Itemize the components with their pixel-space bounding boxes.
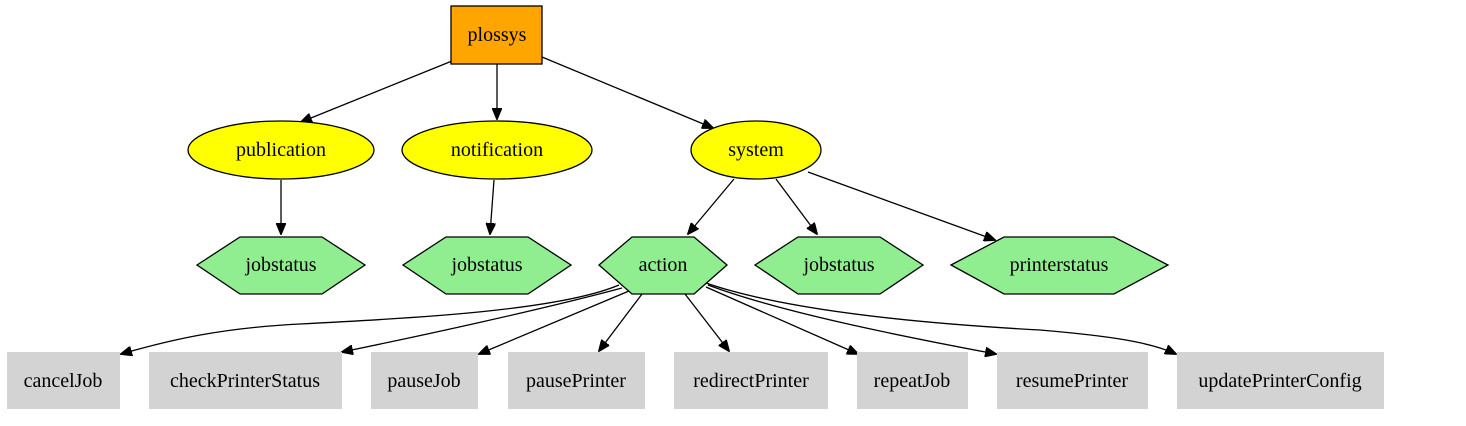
node-cancelJob-label: cancelJob	[24, 370, 103, 392]
node-pauseJob[interactable]: pauseJob	[371, 352, 478, 409]
node-repeatJob[interactable]: repeatJob	[857, 352, 968, 409]
node-resumePrinter-shape	[997, 352, 1148, 409]
node-system-shape	[690, 120, 822, 180]
node-updatePrinterConfig-shape	[1177, 352, 1384, 409]
node-publication[interactable]: publication	[187, 120, 375, 180]
node-repeatJob-label: repeatJob	[874, 370, 951, 392]
node-system-label: system	[728, 139, 784, 161]
edge-system-action	[688, 178, 735, 234]
node-notification-jobstatus-label: jobstatus	[450, 254, 522, 276]
nodes-layer: plossys publication notification system …	[7, 5, 1384, 409]
node-pauseJob-shape	[371, 352, 478, 409]
node-publication-shape	[187, 120, 375, 180]
edge-plossys-system	[541, 56, 713, 128]
node-publication-jobstatus-label: jobstatus	[244, 254, 316, 276]
node-action-label: action	[639, 254, 688, 276]
edge-action-pauseJob	[479, 290, 630, 354]
node-cancelJob-shape	[7, 352, 120, 409]
node-cancelJob[interactable]: cancelJob	[7, 352, 120, 409]
node-checkPrinterStatus-shape	[149, 352, 342, 409]
edge-action-redirectPrinter	[684, 293, 729, 351]
node-checkPrinterStatus-label: checkPrinterStatus	[170, 370, 320, 392]
node-checkPrinterStatus[interactable]: checkPrinterStatus	[149, 352, 342, 409]
edge-action-pausePrinter	[599, 293, 643, 351]
node-updatePrinterConfig-label: updatePrinterConfig	[1198, 370, 1361, 392]
node-publication-jobstatus[interactable]: jobstatus	[195, 236, 367, 295]
node-system[interactable]: system	[690, 120, 822, 180]
edge-action-updatePrinterConfig	[705, 282, 1176, 354]
edge-action-repeatJob	[705, 286, 858, 354]
node-updatePrinterConfig[interactable]: updatePrinterConfig	[1177, 352, 1384, 409]
edge-notification-jobstatus	[490, 179, 494, 234]
edge-system-printerstatus	[807, 171, 995, 240]
node-system-jobstatus-label: jobstatus	[802, 254, 874, 276]
node-notification-shape	[401, 120, 593, 180]
node-pauseJob-label: pauseJob	[387, 370, 460, 392]
node-redirectPrinter-shape	[674, 352, 828, 409]
node-pausePrinter-label: pausePrinter	[526, 370, 626, 392]
node-resumePrinter[interactable]: resumePrinter	[997, 352, 1148, 409]
node-notification[interactable]: notification	[401, 120, 593, 180]
node-action[interactable]: action	[598, 236, 728, 295]
node-publication-jobstatus-shape	[195, 236, 367, 295]
node-plossys[interactable]: plossys	[450, 5, 543, 65]
node-repeatJob-shape	[857, 352, 968, 409]
node-notification-jobstatus-shape	[401, 236, 573, 295]
node-system-jobstatus[interactable]: jobstatus	[753, 236, 925, 295]
node-system-jobstatus-shape	[753, 236, 925, 295]
node-plossys-label: plossys	[468, 24, 527, 46]
node-notification-label: notification	[451, 139, 543, 161]
edge-system-jobstatus	[775, 178, 817, 234]
node-action-shape	[598, 236, 728, 295]
node-redirectPrinter[interactable]: redirectPrinter	[674, 352, 828, 409]
node-redirectPrinter-label: redirectPrinter	[693, 370, 809, 392]
edge-action-checkPrinterStatus	[342, 287, 623, 352]
edge-action-cancelJob	[121, 284, 620, 354]
node-notification-jobstatus[interactable]: jobstatus	[401, 236, 573, 295]
node-printerstatus-shape	[949, 236, 1170, 295]
edge-action-resumePrinter	[707, 284, 996, 354]
node-pausePrinter-shape	[508, 352, 645, 409]
node-publication-label: publication	[236, 139, 326, 161]
edges-layer	[121, 56, 1176, 354]
node-plossys-shape	[450, 5, 543, 65]
node-resumePrinter-label: resumePrinter	[1016, 370, 1129, 392]
node-printerstatus[interactable]: printerstatus	[949, 236, 1170, 295]
edge-plossys-publication	[301, 60, 453, 122]
node-printerstatus-label: printerstatus	[1010, 254, 1109, 276]
node-pausePrinter[interactable]: pausePrinter	[508, 352, 645, 409]
